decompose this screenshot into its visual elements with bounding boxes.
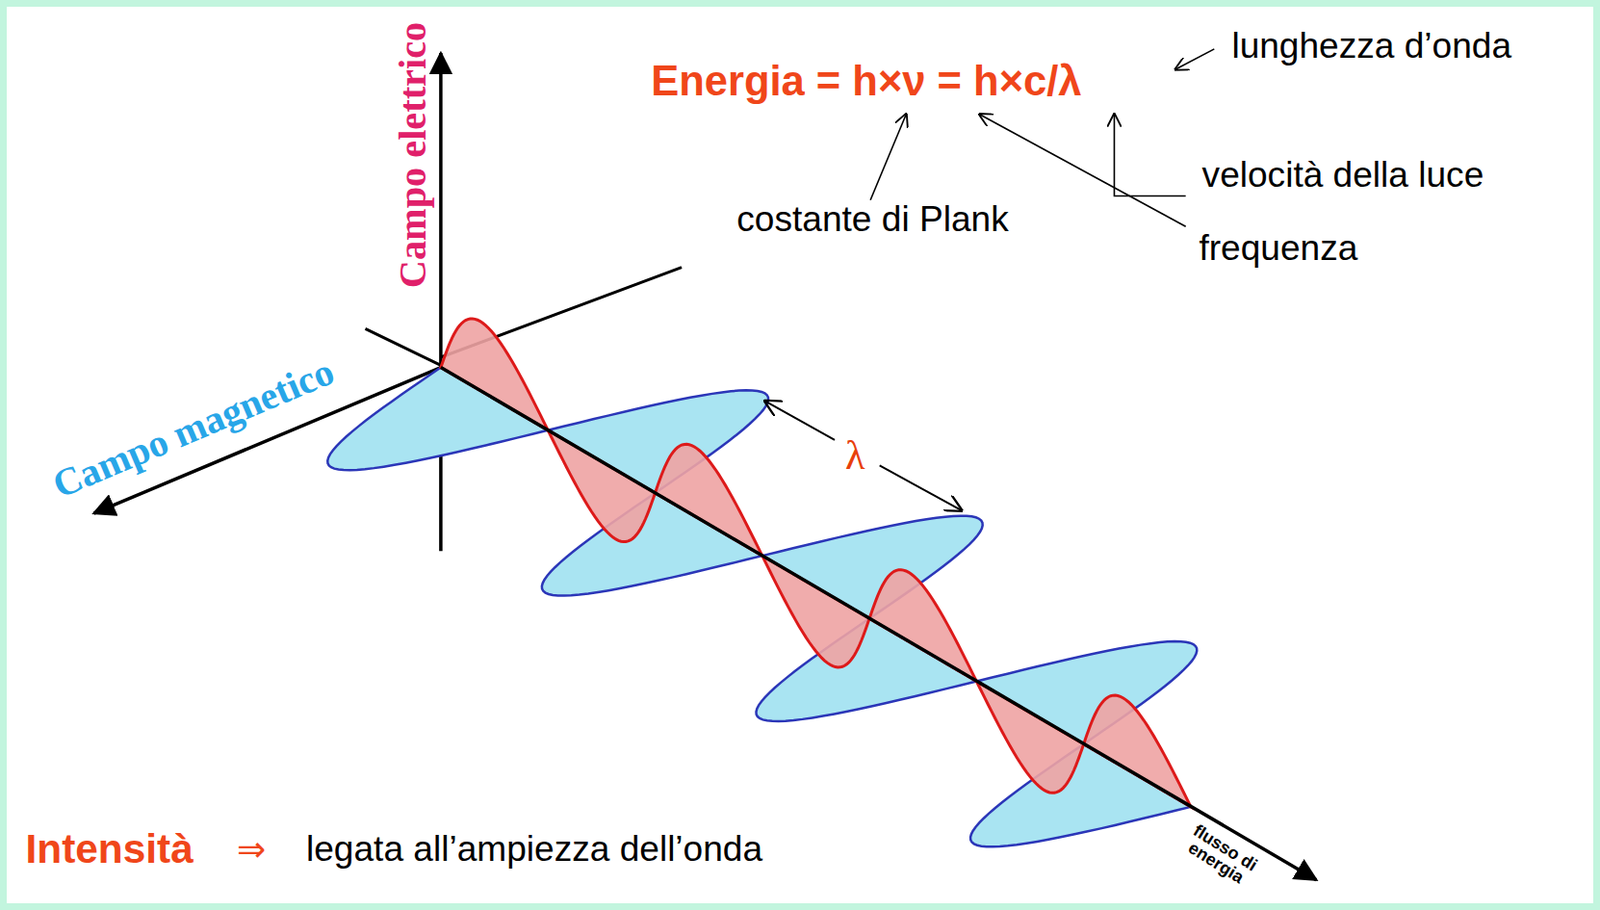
annotation: frequenza (1198, 230, 1358, 266)
electric-field-lobe (440, 318, 548, 431)
electric-field-lobe (1083, 695, 1191, 807)
electric-field-lobe (547, 430, 655, 542)
annotation: velocità della luce (1202, 157, 1485, 194)
leader-line (1175, 49, 1214, 70)
axis-label: Campo elettrico (393, 22, 433, 288)
axis-label: flusso di energia (1177, 819, 1264, 891)
wavelength-symbol: λ (845, 434, 866, 475)
annotation: legata all’ampiezza dell’onda (306, 830, 763, 867)
axis-label: Campo magnetico (48, 352, 340, 506)
background-panel (6, 6, 1594, 904)
leader-line (1113, 114, 1186, 197)
annotation: lunghezza d’onda (1231, 27, 1512, 64)
back-axis (364, 328, 440, 365)
electric-field-lobe (869, 569, 977, 682)
implies-symbol: ⇒ (236, 831, 266, 867)
electric-axis (438, 52, 443, 551)
annotation: costante di Plank (736, 201, 1008, 237)
leader-line (870, 114, 906, 201)
intensity-label: Intensità (25, 828, 194, 870)
electric-field-lobe (762, 555, 870, 668)
electric-field-lobe (976, 681, 1084, 794)
propagation-axis (440, 367, 1317, 880)
electric-field-lobe (654, 443, 762, 556)
wavelength-arrow (879, 464, 962, 511)
formula: Energia = h×ν = h×c/λ (650, 60, 1082, 104)
wavelength-arrow (765, 401, 835, 440)
leader-line (980, 114, 1187, 228)
